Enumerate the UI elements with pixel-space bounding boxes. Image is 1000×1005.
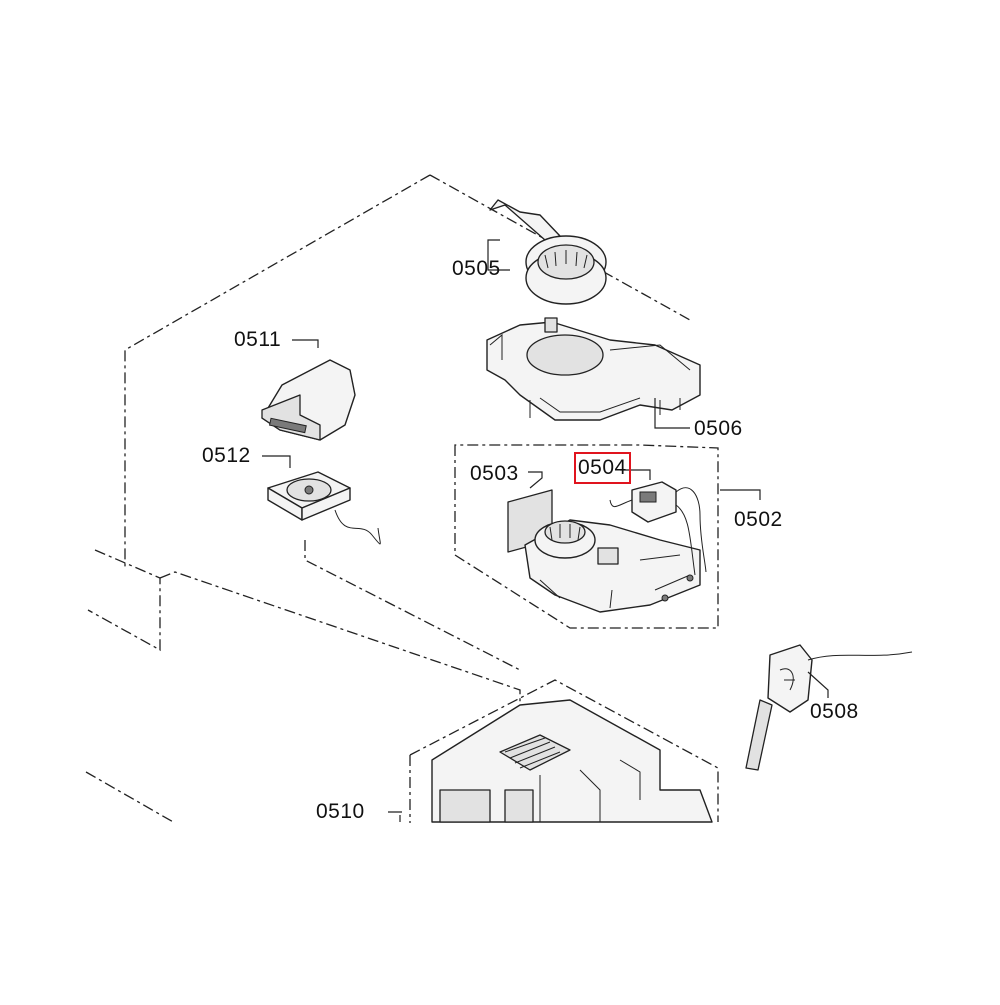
label-0508: 0508	[810, 700, 859, 723]
part-0505	[487, 199, 607, 305]
part-0510	[388, 699, 713, 823]
label-0510: 0510	[316, 800, 365, 823]
label-0512: 0512	[202, 444, 251, 467]
label-0511: 0511	[234, 328, 282, 351]
group-0502-outline	[454, 444, 761, 629]
label-0504: 0504	[574, 452, 631, 484]
part-0512	[262, 455, 381, 545]
label-0506: 0506	[694, 417, 743, 440]
part-0504	[609, 469, 707, 576]
main-housing-outline	[85, 174, 719, 824]
grinder-assembly	[524, 519, 701, 613]
label-0503: 0503	[470, 462, 519, 485]
part-0506	[486, 317, 701, 429]
part-0511	[261, 339, 356, 441]
label-0505: 0505	[452, 257, 501, 280]
part-0508	[745, 644, 913, 771]
label-0502: 0502	[734, 508, 783, 531]
